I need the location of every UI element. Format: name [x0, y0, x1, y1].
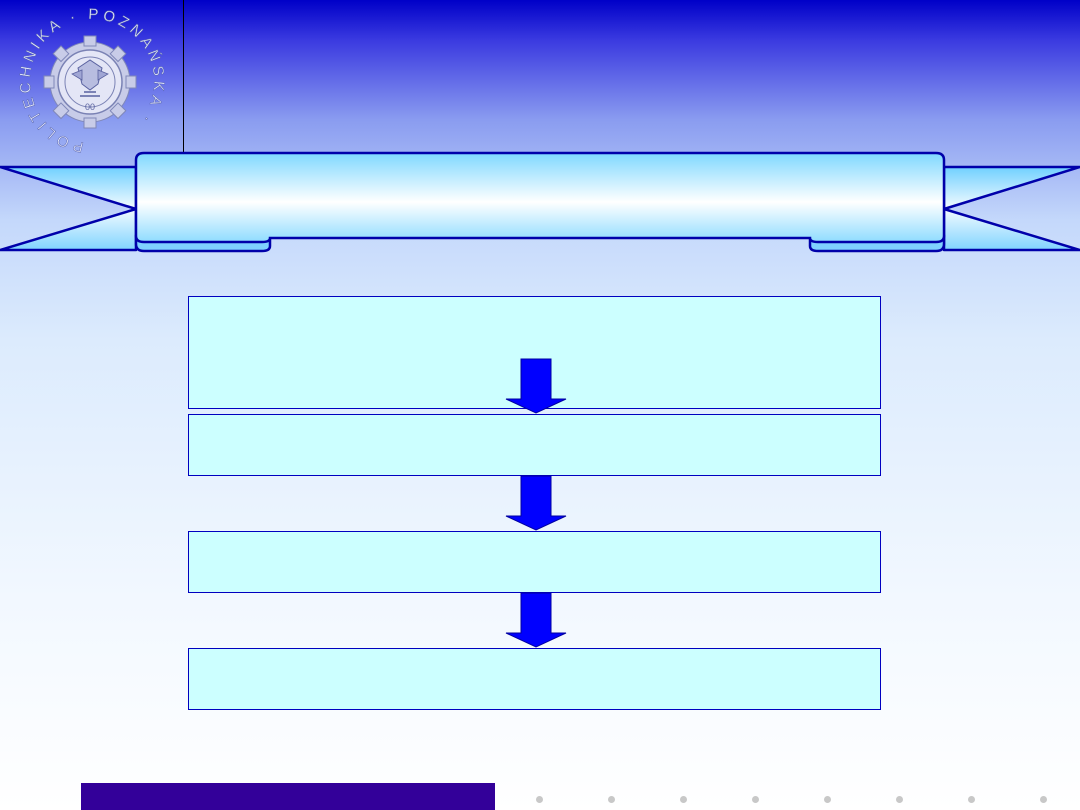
flow-box-2-text [189, 415, 880, 475]
politechnika-logo: POLITECHNIKA · POZNAŃSKA · 00 [0, 0, 183, 165]
flow-box-4 [188, 648, 881, 710]
footer-dot [896, 796, 903, 803]
flow-box-3 [188, 531, 881, 593]
footer-dot [752, 796, 759, 803]
slide-title [136, 158, 944, 236]
footer-bar [81, 783, 495, 810]
gear-emblem-icon: POLITECHNIKA · POZNAŃSKA · 00 [16, 5, 163, 155]
footer-dot [1040, 796, 1047, 803]
footer-dot [824, 796, 831, 803]
flow-box-4-text [189, 649, 880, 709]
footer-dot [968, 796, 975, 803]
logo-divider [183, 0, 184, 165]
flow-box-2 [188, 414, 881, 476]
arrow-down-icon [505, 358, 567, 414]
flow-box-3-text [189, 532, 880, 592]
footer-dot [680, 796, 687, 803]
arrow-down-icon [505, 592, 567, 648]
footer-dot [608, 796, 615, 803]
arrow-down-icon [505, 475, 567, 531]
logo-year: 00 [85, 102, 95, 112]
title-ribbon-banner [0, 151, 1080, 253]
footer-dot [536, 796, 543, 803]
